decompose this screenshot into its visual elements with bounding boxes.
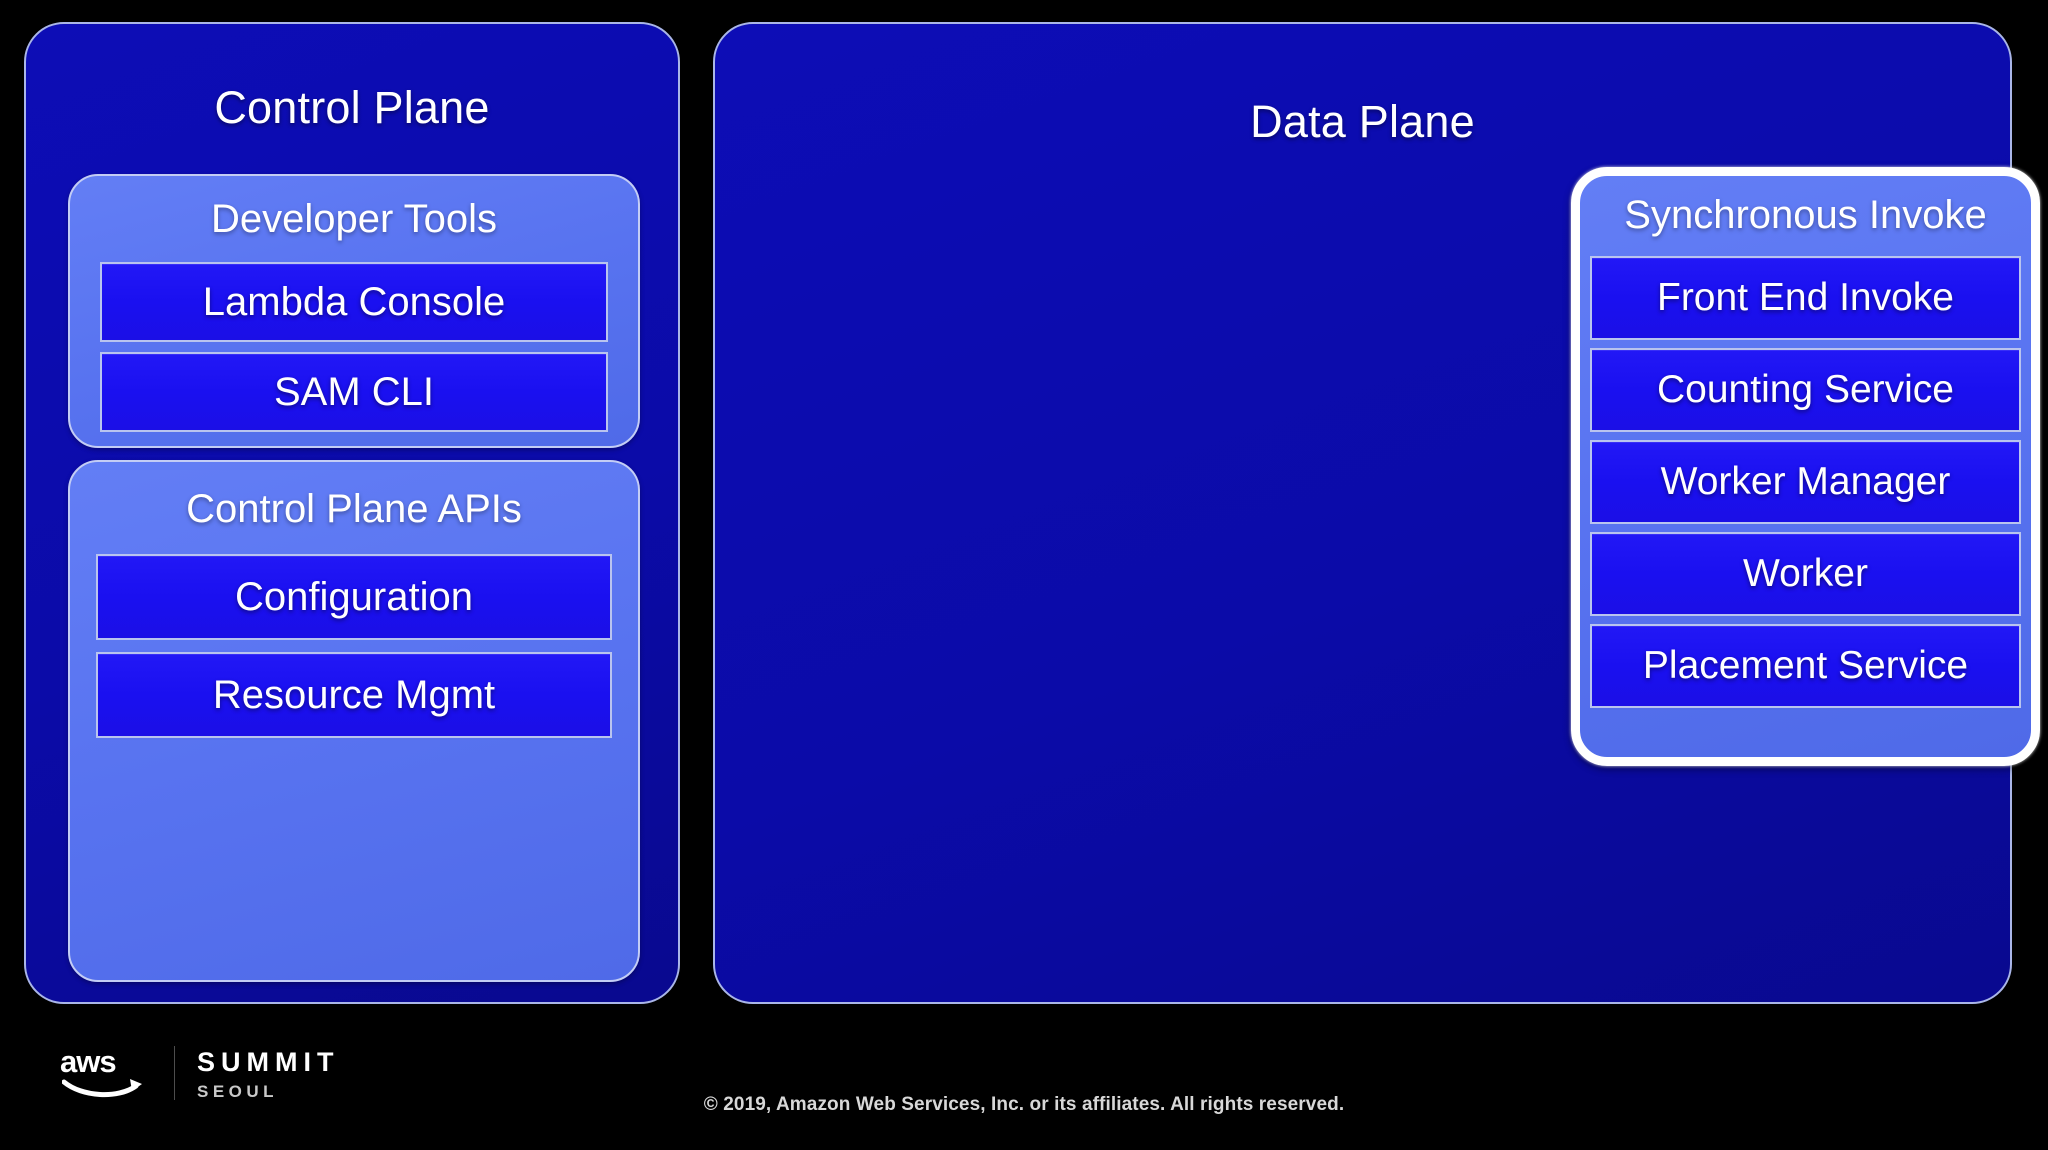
group-developer-tools: Developer Tools Lambda Console SAM CLI [68, 174, 640, 448]
panel-data-plane: Data Plane Synchronous Invoke Front End … [713, 22, 2040, 1004]
panel-title-control-plane: Control Plane [214, 82, 490, 133]
group-title-synchronous-invoke: Synchronous Invoke [1624, 193, 1987, 237]
aws-logo-icon: aws [60, 1046, 152, 1102]
item-resource-mgmt[interactable]: Resource Mgmt [96, 652, 612, 738]
group-title-control-plane-apis: Control Plane APIs [186, 487, 522, 531]
item-counting-service[interactable]: Counting Service [1590, 348, 2021, 432]
aws-summit-logo: aws SUMMIT SEOUL [60, 1046, 339, 1102]
panel-control-plane: Control Plane Developer Tools Lambda Con… [24, 22, 680, 1004]
group-control-plane-apis: Control Plane APIs Configuration Resourc… [68, 460, 640, 982]
summit-event-block: SUMMIT SEOUL [174, 1046, 339, 1100]
item-lambda-console[interactable]: Lambda Console [100, 262, 608, 342]
item-list-synchronous-invoke: Front End Invoke Counting Service Worker… [1590, 256, 2021, 716]
item-worker-manager[interactable]: Worker Manager [1590, 440, 2021, 524]
item-list-developer-tools: Lambda Console SAM CLI [100, 262, 608, 442]
panel-title-data-plane: Data Plane [1250, 96, 1475, 147]
aws-smile-arrow-icon [62, 1079, 142, 1098]
group-title-developer-tools: Developer Tools [210, 197, 498, 241]
item-front-end-invoke[interactable]: Front End Invoke [1590, 256, 2021, 340]
group-synchronous-invoke: Synchronous Invoke Front End Invoke Coun… [1571, 167, 2040, 766]
slide-footer: aws SUMMIT SEOUL © 2019, Amazon Web Serv… [0, 1004, 2048, 1150]
item-worker[interactable]: Worker [1590, 532, 2021, 616]
summit-label: SUMMIT [197, 1047, 340, 1077]
aws-wordmark-text: aws [60, 1044, 117, 1079]
item-configuration[interactable]: Configuration [96, 554, 612, 640]
summit-city-label: SEOUL [197, 1082, 279, 1101]
copyright-notice: © 2019, Amazon Web Services, Inc. or its… [703, 1094, 1345, 1115]
item-list-control-plane-apis: Configuration Resource Mgmt [96, 554, 612, 750]
item-placement-service[interactable]: Placement Service [1590, 624, 2021, 708]
item-sam-cli[interactable]: SAM CLI [100, 352, 608, 432]
